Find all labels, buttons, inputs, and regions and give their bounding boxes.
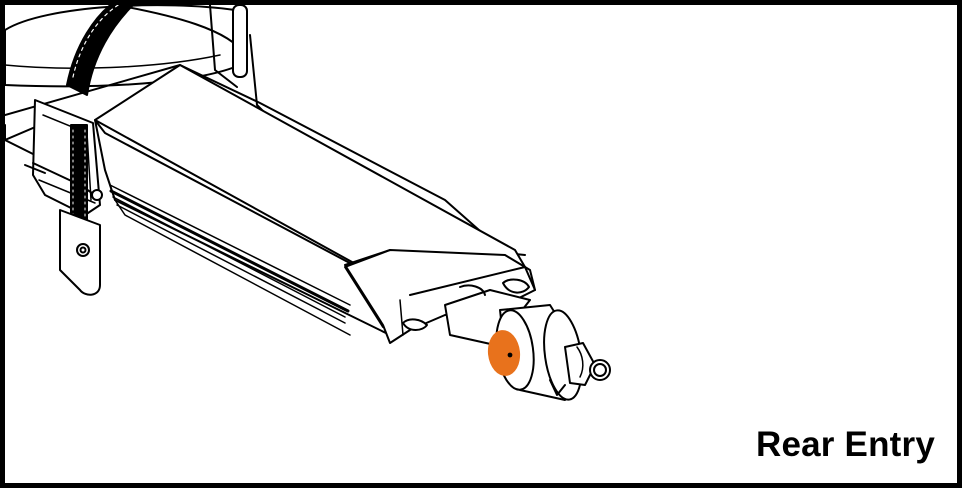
tray-arm <box>5 64 536 344</box>
strap-icon <box>24 5 134 296</box>
highlight-marker-icon <box>487 330 521 376</box>
rack-diagram <box>5 5 611 401</box>
axle-pin-icon <box>444 284 611 401</box>
caption-rear-entry: Rear Entry <box>755 425 935 464</box>
